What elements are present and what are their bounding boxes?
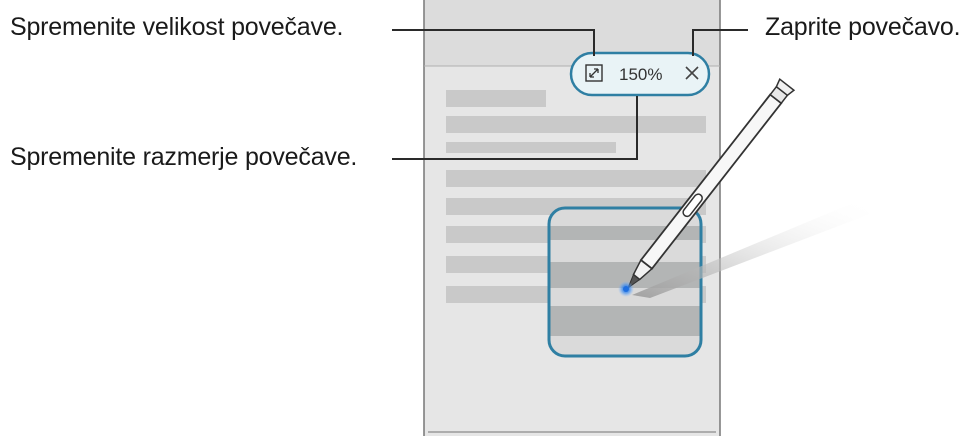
zoom-level-button[interactable]: 150%: [619, 65, 662, 84]
resize-button[interactable]: [585, 64, 603, 82]
callout-close: Zaprite povečavo.: [765, 13, 961, 41]
text-line: [446, 170, 706, 187]
pen-tip-point: [623, 286, 629, 292]
leader-line-resize: [392, 29, 595, 56]
callout-ratio: Spremenite razmerje povečave.: [10, 143, 358, 171]
pen-shadow: [632, 200, 870, 298]
close-button[interactable]: [685, 66, 699, 80]
close-x-icon: [685, 66, 699, 80]
leader-line-ratio: [392, 96, 638, 160]
expand-arrows-icon: [585, 64, 603, 82]
text-line: [446, 116, 706, 133]
leader-line-close: [692, 29, 748, 56]
callout-resize: Spremenite velikost povečave.: [10, 13, 344, 41]
text-line: [446, 90, 546, 107]
leader-lines: [392, 29, 748, 160]
magnifier-toolbar: 150%: [569, 51, 711, 97]
s-pen-icon: [626, 77, 796, 290]
text-line: [446, 142, 616, 153]
